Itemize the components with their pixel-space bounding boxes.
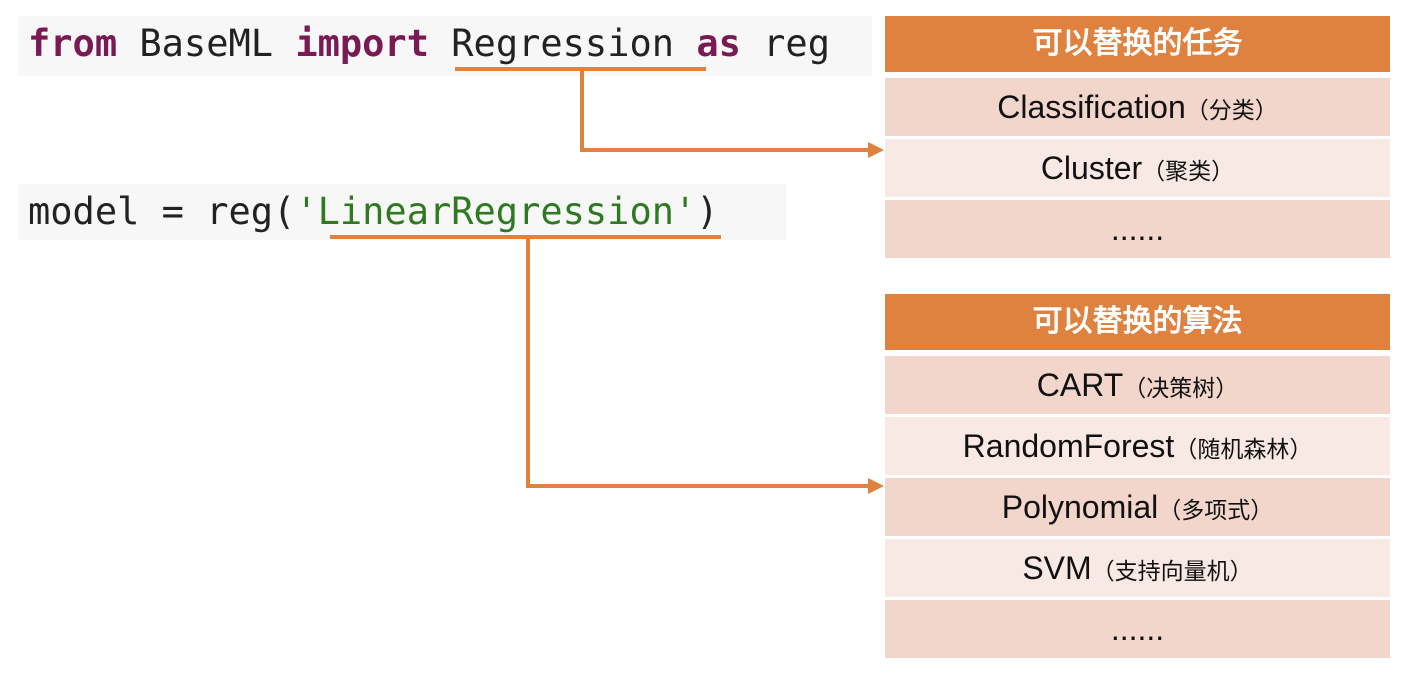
code-line-import: from BaseML import Regression as reg <box>18 16 872 76</box>
task-item-note: （分类） <box>1185 98 1278 124</box>
algorithm-string: LinearRegression <box>317 190 675 233</box>
alias-name: reg <box>763 22 830 65</box>
algorithm-item-name: RandomForest <box>962 428 1175 464</box>
algorithm-item-note: （决策树） <box>1123 376 1239 402</box>
task-item-cluster: Cluster（聚类） <box>885 139 1390 197</box>
task-item-note: （聚类） <box>1142 159 1235 185</box>
algorithm-item-note: （支持向量机） <box>1091 559 1253 585</box>
keyword-as: as <box>696 22 741 65</box>
task-item-more: ...... <box>885 200 1390 258</box>
algorithm-item-note: （多项式） <box>1158 498 1274 524</box>
algorithm-item-svm: SVM（支持向量机） <box>885 539 1390 597</box>
class-name-regression: Regression <box>451 22 675 65</box>
tasks-panel: 可以替换的任务 Classification（分类） Cluster（聚类） .… <box>885 16 1390 258</box>
algorithms-panel: 可以替换的算法 CART（决策树） RandomForest（随机森林） Pol… <box>885 294 1390 658</box>
string-quote-close: ' <box>674 190 697 233</box>
algorithm-item-name: Polynomial <box>1001 489 1159 525</box>
algorithm-item-ellipsis: ...... <box>1110 611 1165 647</box>
code-line-model: model = reg('LinearRegression') <box>18 184 786 240</box>
algorithm-item-name: SVM <box>1022 550 1092 586</box>
call-close-paren: ) <box>696 190 719 233</box>
string-quote-open: ' <box>295 190 318 233</box>
keyword-from: from <box>28 22 118 65</box>
tasks-panel-title: 可以替换的任务 <box>885 16 1390 72</box>
algorithm-item-note: （随机森林） <box>1174 437 1313 463</box>
algorithm-item-cart: CART（决策树） <box>885 356 1390 414</box>
algorithm-item-polynomial: Polynomial（多项式） <box>885 478 1390 536</box>
module-name: BaseML <box>117 22 296 65</box>
model-assignment: model = reg( <box>28 190 296 233</box>
arrow-to-tasks <box>580 69 870 152</box>
task-item-ellipsis: ...... <box>1110 211 1165 247</box>
algorithm-item-randomforest: RandomForest（随机森林） <box>885 417 1390 475</box>
task-item-name: Classification <box>997 89 1186 125</box>
algorithm-item-name: CART <box>1036 367 1124 403</box>
arrowhead-algorithms <box>868 478 884 494</box>
arrowhead-tasks <box>868 142 884 158</box>
arrow-to-algorithms <box>526 237 870 488</box>
task-item-classification: Classification（分类） <box>885 78 1390 136</box>
algorithms-panel-title: 可以替换的算法 <box>885 294 1390 350</box>
algorithm-item-more: ...... <box>885 600 1390 658</box>
keyword-import: import <box>295 22 429 65</box>
task-item-name: Cluster <box>1040 150 1143 186</box>
